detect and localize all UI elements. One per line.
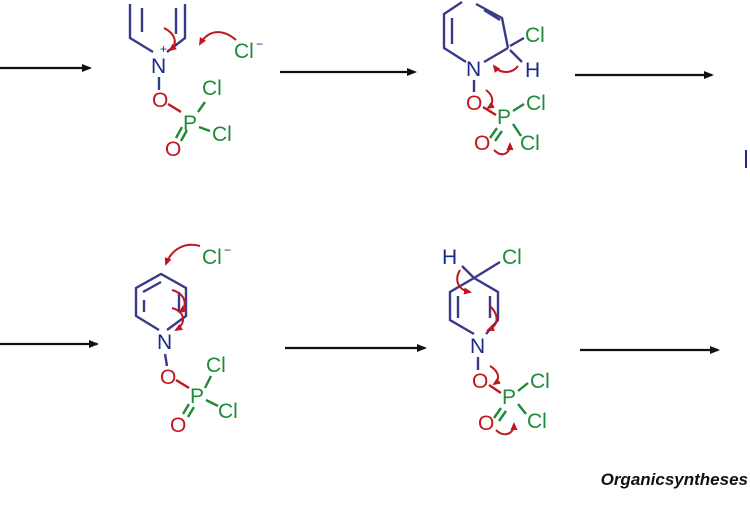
p-cl-bond-1 [198, 102, 205, 112]
phosphorus-atom: P [502, 386, 516, 409]
chlorine-atom-1: Cl [526, 92, 546, 115]
nitrogen-atom: N [470, 335, 485, 358]
chloride-charge: − [224, 243, 231, 257]
curly-arrow-chloride-attack [200, 32, 236, 44]
p-cl-bond-1 [513, 104, 524, 111]
molecule-pyridinium-activated-bottom: N Cl − O P Cl Cl O [136, 243, 238, 437]
curly-arrow-no-bond [490, 366, 498, 384]
chloride-ion: Cl [234, 40, 254, 63]
chlorine-atom-1: Cl [206, 354, 226, 377]
ring-bond-right [476, 4, 508, 62]
oxygen-atom: O [472, 370, 488, 393]
oxygen-atom-2: O [478, 412, 494, 435]
chlorine-atom-ring: Cl [502, 246, 522, 269]
p-cl-bond-1 [205, 376, 211, 388]
oxygen-atom: O [160, 366, 176, 389]
chlorine-atom-ring: Cl [525, 24, 545, 47]
curly-arrow-po-bond [496, 424, 514, 434]
molecule-c2-adduct: N Cl H O P Cl Cl O [444, 2, 546, 155]
p-cl-bond-2 [206, 400, 218, 406]
nitrogen-atom: N [157, 331, 172, 354]
oxygen-atom-2: O [474, 132, 490, 155]
ring-bond-left [444, 2, 466, 62]
p-o-double-bond [494, 408, 506, 421]
hydrogen-atom: H [442, 246, 457, 269]
phosphorus-atom: P [190, 385, 204, 408]
curly-arrow-chloride-attack [166, 245, 200, 264]
c-h-bond [510, 50, 522, 62]
watermark-text: Organicsyntheses [601, 470, 748, 490]
chloride-charge: − [256, 37, 263, 51]
chlorine-atom-2: Cl [520, 132, 540, 155]
curly-arrow-ch-bond [494, 66, 518, 72]
chlorine-atom-1: Cl [202, 77, 222, 100]
o-p-bond [176, 380, 189, 388]
o-p-bond [168, 104, 181, 112]
p-cl-bond-2 [199, 127, 210, 131]
oxygen-atom: O [466, 92, 482, 115]
curly-arrow-po-bond [494, 144, 510, 154]
chlorine-atom-2: Cl [527, 410, 547, 433]
c-cl-bond [510, 38, 524, 46]
ring-bond-right [167, 4, 185, 52]
oxygen-atom: O [152, 89, 168, 112]
phosphorus-atom: P [497, 106, 511, 129]
c-h-bond [462, 266, 474, 278]
o-p-bond [489, 385, 501, 393]
molecule-c4-adduct: N H Cl O P Cl Cl O [442, 246, 550, 435]
chlorine-atom-2: Cl [218, 400, 238, 423]
chlorine-atom-2: Cl [212, 123, 232, 146]
c-cl-bond [474, 262, 500, 278]
nitrogen-atom: N [466, 58, 481, 81]
p-cl-bond-1 [518, 383, 528, 391]
nitrogen-charge: + [160, 42, 167, 56]
molecule-pyridinium-activated-top: N + O P Cl Cl O Cl − [130, 4, 263, 161]
curly-arrow-no-bond [486, 90, 492, 108]
hydrogen-atom: H [525, 59, 540, 82]
oxygen-atom-2: O [170, 414, 186, 437]
nitrogen-atom: N [151, 55, 166, 78]
p-cl-bond-2 [518, 404, 526, 414]
ring-bond-left [130, 4, 153, 52]
o-p-bond [483, 107, 496, 115]
p-o-double-bond [490, 128, 502, 141]
ring-inner-bonds [458, 296, 490, 318]
chlorine-atom-1: Cl [530, 370, 550, 393]
n-o-bond [165, 354, 167, 366]
chloride-ion: Cl [202, 246, 222, 269]
oxygen-atom-2: O [165, 138, 181, 161]
